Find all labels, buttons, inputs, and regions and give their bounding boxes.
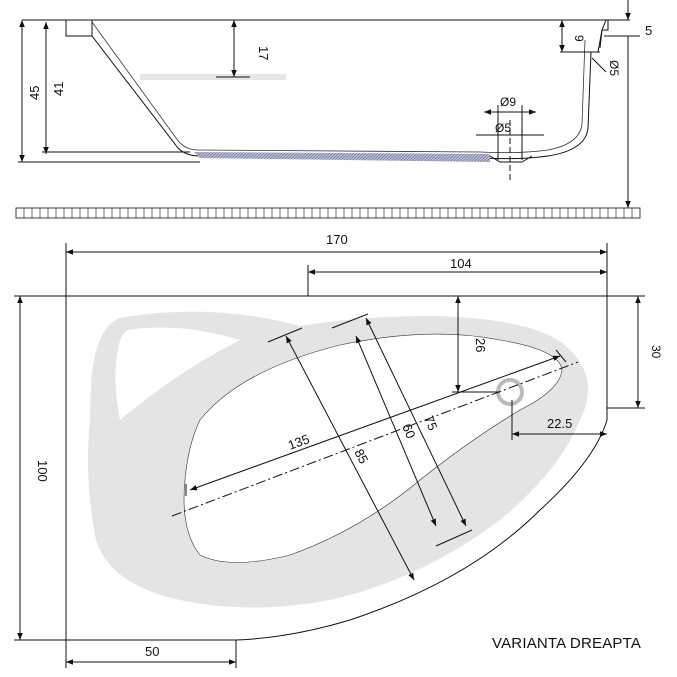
right-rim-cap	[596, 19, 609, 49]
dim-75-tick-a	[331, 313, 369, 329]
seat-area	[115, 327, 240, 420]
top-view: 170 104 135 85 60 75	[14, 232, 663, 668]
dim-41-label: 41	[51, 82, 66, 96]
bottom-hatch	[194, 152, 490, 162]
side-view: 17 45 41 Ø9 Ø5 9 Ø5 5	[15, 0, 652, 219]
dim-45-label: 45	[27, 86, 42, 100]
dim-30-label: 30	[649, 345, 663, 359]
dim-d5-label: Ø5	[495, 121, 511, 135]
overflow-leader	[591, 57, 607, 73]
dim-85-tick-a	[267, 327, 303, 343]
dim-100-label: 100	[35, 460, 50, 482]
dim-17-label: 17	[256, 46, 271, 60]
dim-overflow-label: Ø5	[607, 60, 621, 76]
dim-170-label: 170	[326, 232, 348, 247]
dim-104-label: 104	[450, 256, 472, 271]
bath-outline	[65, 295, 608, 641]
dim-75-label: 75	[421, 414, 440, 433]
dim-50-label: 50	[145, 644, 159, 659]
drain-outer	[496, 378, 524, 406]
base-strip-ticks	[23, 208, 633, 218]
water-level-mark	[140, 74, 286, 80]
dim-75-tick-b	[435, 529, 473, 547]
bath-profile-inner	[70, 21, 586, 154]
variant-caption: VARIANTA DREAPTA	[492, 635, 641, 652]
left-rim-cap	[65, 19, 93, 37]
dim-75-line	[365, 317, 467, 527]
bath-profile	[65, 19, 607, 160]
dim-d9-label: Ø9	[500, 95, 516, 109]
dim-9-label: 9	[572, 35, 586, 42]
dim-22-5-label: 22.5	[547, 416, 572, 431]
dim-85-line	[285, 335, 415, 581]
dim-5-label: 5	[645, 23, 652, 38]
dim-135-tick-b	[555, 349, 567, 363]
drain	[489, 155, 533, 163]
dim-26-label: 26	[473, 338, 488, 352]
